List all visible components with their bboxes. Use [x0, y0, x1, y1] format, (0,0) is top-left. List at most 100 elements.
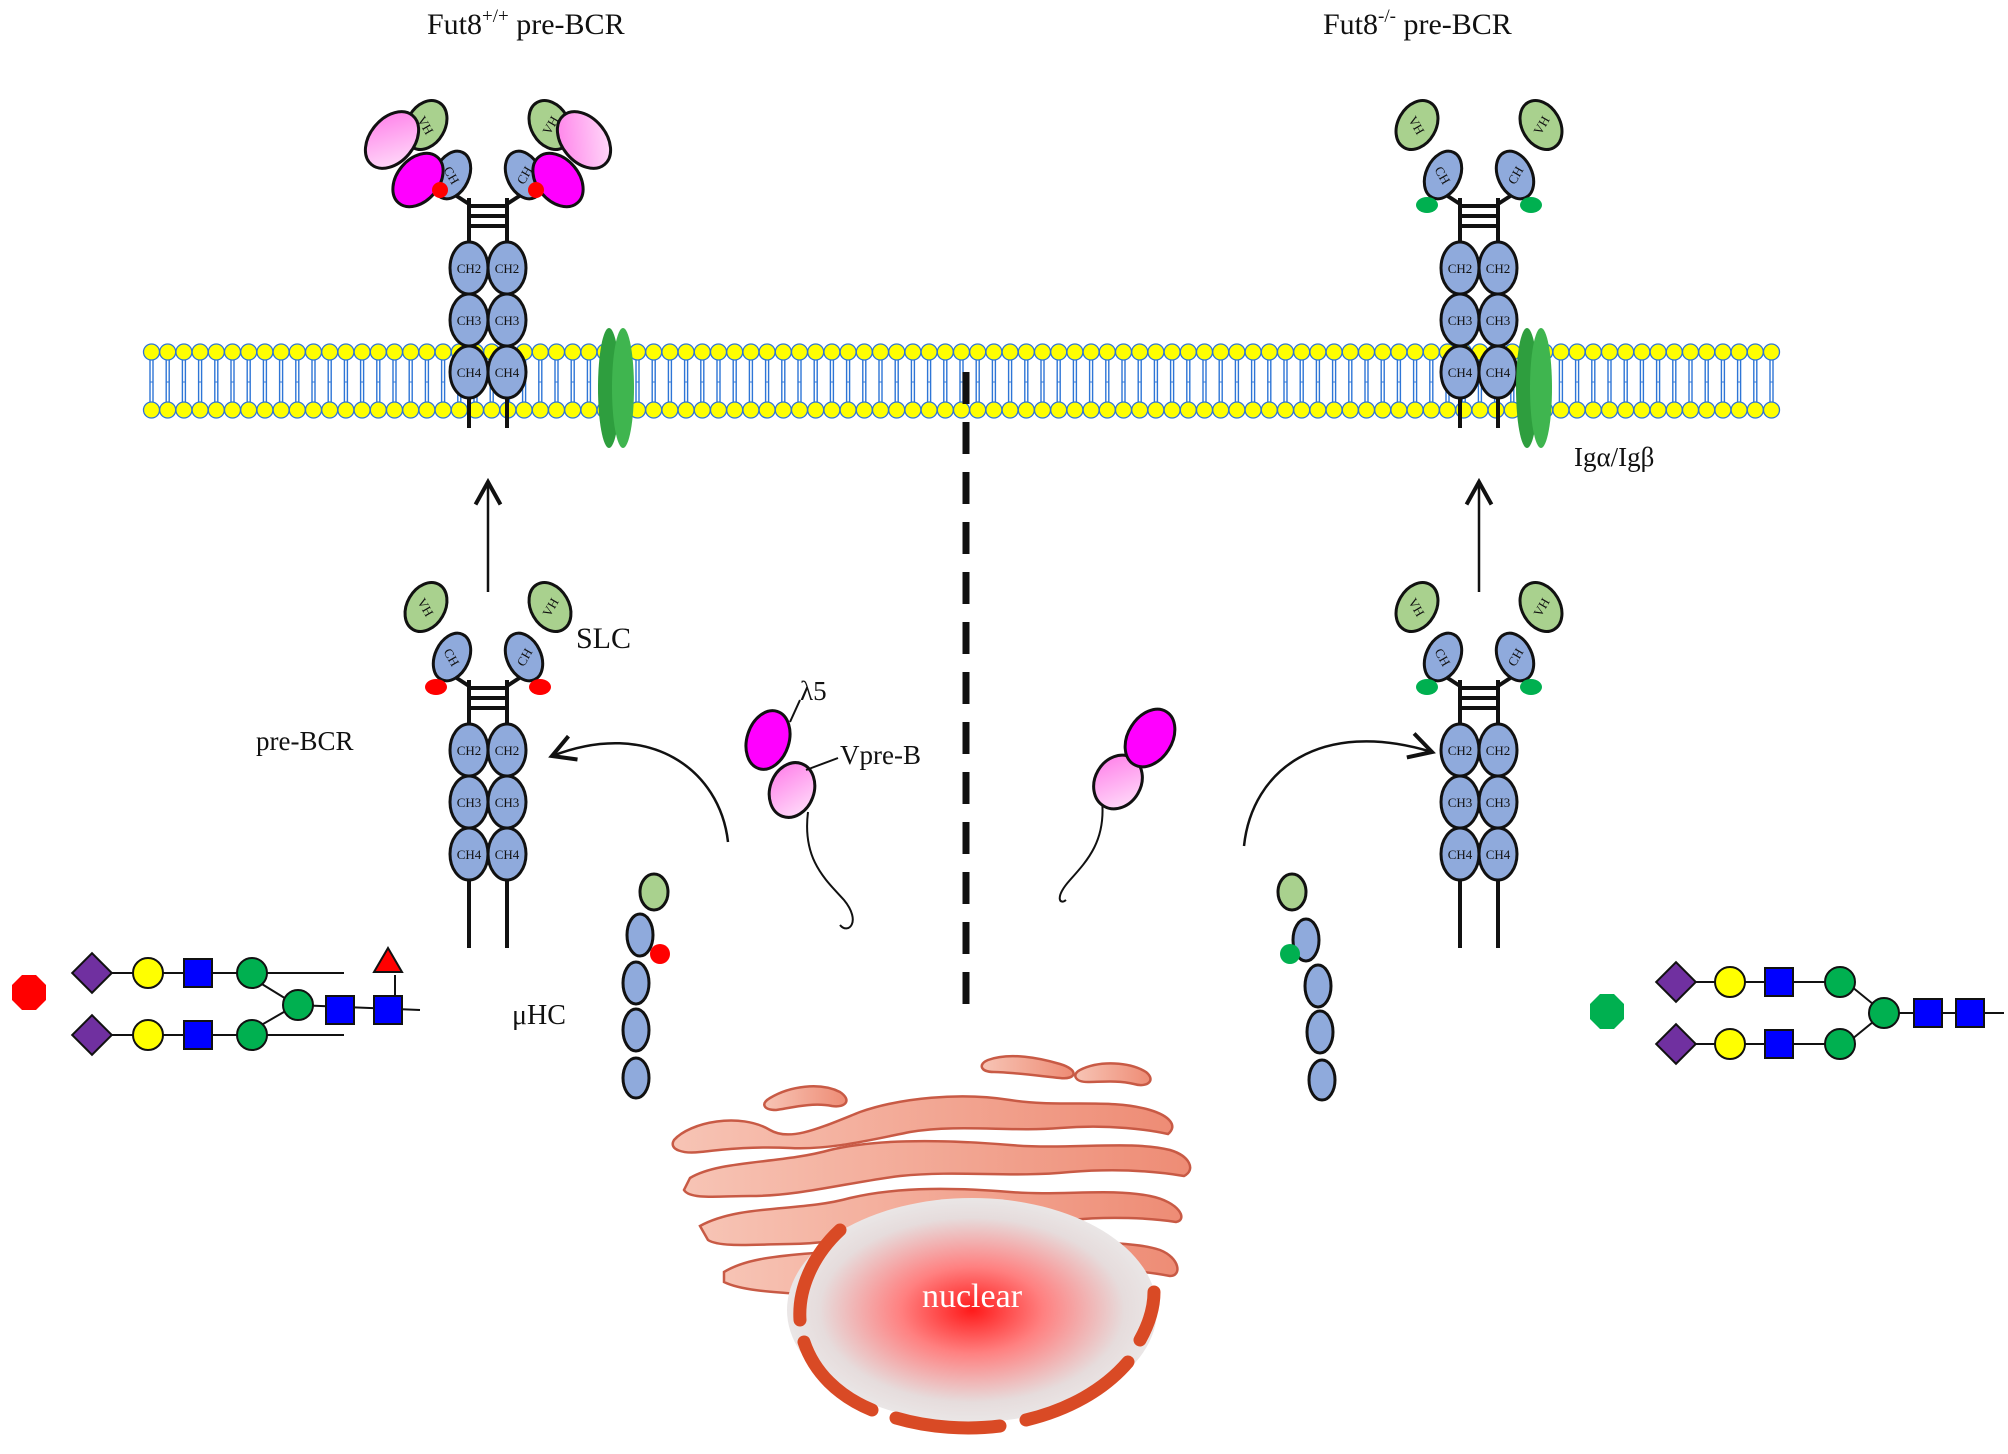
mu-heavy-chain-left	[621, 872, 670, 1100]
lambda5-label: λ5	[800, 676, 827, 706]
lipid-head	[936, 401, 954, 419]
domain-label: CH2	[1448, 261, 1473, 276]
lipid-head	[1341, 401, 1359, 419]
lipid-head	[1017, 401, 1035, 419]
no-fucose-dot	[1416, 197, 1438, 213]
domain-label: CH2	[1486, 261, 1511, 276]
ch1-domain	[1494, 149, 1536, 201]
lipid-head	[175, 343, 193, 361]
lipid-head	[1730, 343, 1748, 361]
lipid-head	[353, 401, 371, 419]
ch1-domain	[431, 631, 473, 683]
ig-alpha-beta-left	[598, 328, 634, 448]
lipid-head	[1276, 401, 1295, 419]
lipid-head	[1665, 401, 1683, 419]
lipid-head	[1017, 343, 1035, 361]
lipid-head	[1195, 343, 1214, 361]
domain-label: CH3	[1448, 795, 1473, 810]
lipid-head	[288, 343, 306, 361]
domain-label: CH3	[495, 795, 520, 810]
domain-label: CH3	[457, 313, 482, 328]
lipid-head	[1244, 343, 1262, 361]
lipid-head	[1260, 401, 1278, 419]
cell-membrane	[142, 343, 1781, 419]
domain-label: CH2	[495, 743, 520, 758]
lipid-head	[272, 343, 290, 361]
lipid-head	[1649, 401, 1667, 419]
core-fucose-dot	[528, 182, 544, 198]
lipid-head	[1212, 343, 1230, 361]
lipid-head	[207, 401, 225, 419]
lipid-head	[871, 401, 890, 419]
lipid-head	[434, 343, 452, 361]
lipid-head	[1114, 401, 1133, 419]
lipid-head	[159, 401, 177, 419]
lipid-head	[418, 401, 436, 419]
lipid-head	[1357, 343, 1376, 361]
ch1-domain	[1494, 631, 1536, 683]
lipid-head	[369, 401, 387, 419]
lipid-head	[969, 401, 987, 419]
lipid-head	[1228, 401, 1246, 419]
lipid-head	[1293, 343, 1311, 361]
lipid-head	[337, 343, 355, 361]
lipid-head	[1681, 401, 1700, 419]
lipid-head	[888, 343, 906, 361]
domain-label: CH4	[457, 847, 482, 862]
lipid-head	[337, 401, 355, 419]
constant-domain	[1477, 826, 1519, 882]
lipid-head	[159, 343, 177, 361]
lipid-head	[758, 343, 776, 361]
mu-heavy-chain-right	[1276, 872, 1337, 1102]
lipid-head	[726, 401, 744, 419]
domain-label: CH4	[1448, 365, 1473, 380]
lipid-head	[1244, 401, 1262, 419]
lipid-head	[1050, 343, 1068, 361]
nucleus	[787, 1198, 1157, 1422]
lipid-head	[920, 343, 938, 361]
lipid-head	[807, 401, 825, 419]
glycan-afucosylated	[1590, 960, 2004, 1066]
lipid-head	[936, 343, 954, 361]
lipid-head	[1033, 401, 1052, 419]
nuclear-envelope	[793, 1223, 1161, 1435]
lipid-head	[353, 343, 371, 361]
lipid-head	[402, 401, 420, 419]
lipid-head	[677, 343, 695, 361]
lipid-head	[1066, 343, 1084, 361]
lipid-head	[661, 343, 679, 361]
lipid-head	[1098, 401, 1116, 419]
lipid-head	[1147, 343, 1165, 361]
lipid-head	[807, 343, 825, 361]
lipid-head	[1260, 343, 1278, 361]
lipid-head	[1746, 401, 1764, 419]
domain-label: CH4	[495, 847, 520, 862]
lipid-head	[871, 343, 890, 361]
lipid-head	[985, 343, 1003, 361]
lipid-head	[969, 343, 987, 361]
lipid-head	[952, 343, 971, 361]
lipid-head	[1195, 401, 1214, 419]
lipid-head	[288, 401, 306, 419]
lipid-head	[191, 343, 209, 361]
no-fucose-dot	[1280, 944, 1300, 964]
lipid-head	[1325, 401, 1343, 419]
no-fucose-dot	[1416, 679, 1438, 695]
lipid-head	[1066, 401, 1084, 419]
domain-label: CH3	[457, 795, 482, 810]
lipid-head	[823, 401, 841, 419]
lipid-head	[1374, 401, 1392, 419]
lipid-head	[564, 343, 582, 361]
lipid-head	[321, 343, 339, 361]
title-right: Fut8-/- pre-BCR	[1323, 6, 1512, 41]
lipid-head	[1698, 343, 1716, 361]
lipid-head	[839, 401, 857, 419]
lipid-head	[726, 343, 744, 361]
lipid-head	[142, 343, 161, 361]
lipid-head	[531, 343, 549, 361]
vpreb-domain	[363, 110, 421, 170]
lipid-head	[1438, 401, 1457, 419]
